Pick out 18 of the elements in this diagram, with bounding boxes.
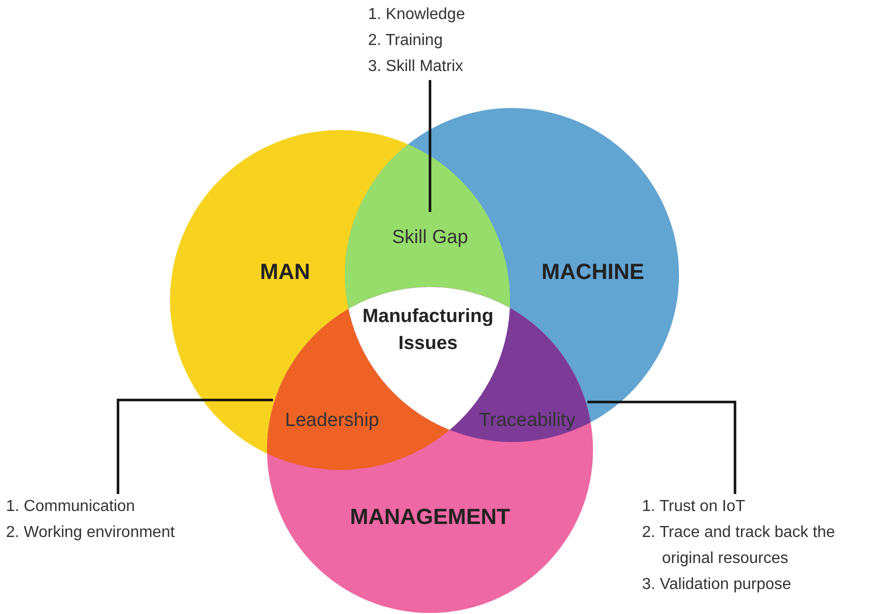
list-item: 2. Trace and track back the original resources: [642, 523, 836, 569]
list-item: 2. Training: [368, 31, 444, 51]
set-label: MAN: [260, 258, 310, 286]
leader-line: [587, 400, 736, 494]
list-item: 1. Trust on IoT: [642, 497, 746, 517]
list-item: 3. Skill Matrix: [368, 57, 464, 77]
list-item: 1. Communication: [6, 497, 136, 517]
leader-line: [428, 80, 432, 212]
set-label: MANAGEMENT: [350, 503, 510, 531]
list-item: 2. Working environment: [6, 523, 176, 543]
set-label: MACHINE: [542, 258, 644, 286]
list-item: 3. Validation purpose: [642, 575, 792, 595]
center-label: Manufacturing Issues: [362, 304, 494, 356]
overlap-label: Leadership: [285, 409, 380, 433]
overlap-label: Traceability: [479, 409, 576, 433]
list-item: 1. Knowledge: [368, 5, 466, 25]
overlap-label: Skill Gap: [392, 226, 468, 250]
leader-line: [116, 398, 273, 494]
